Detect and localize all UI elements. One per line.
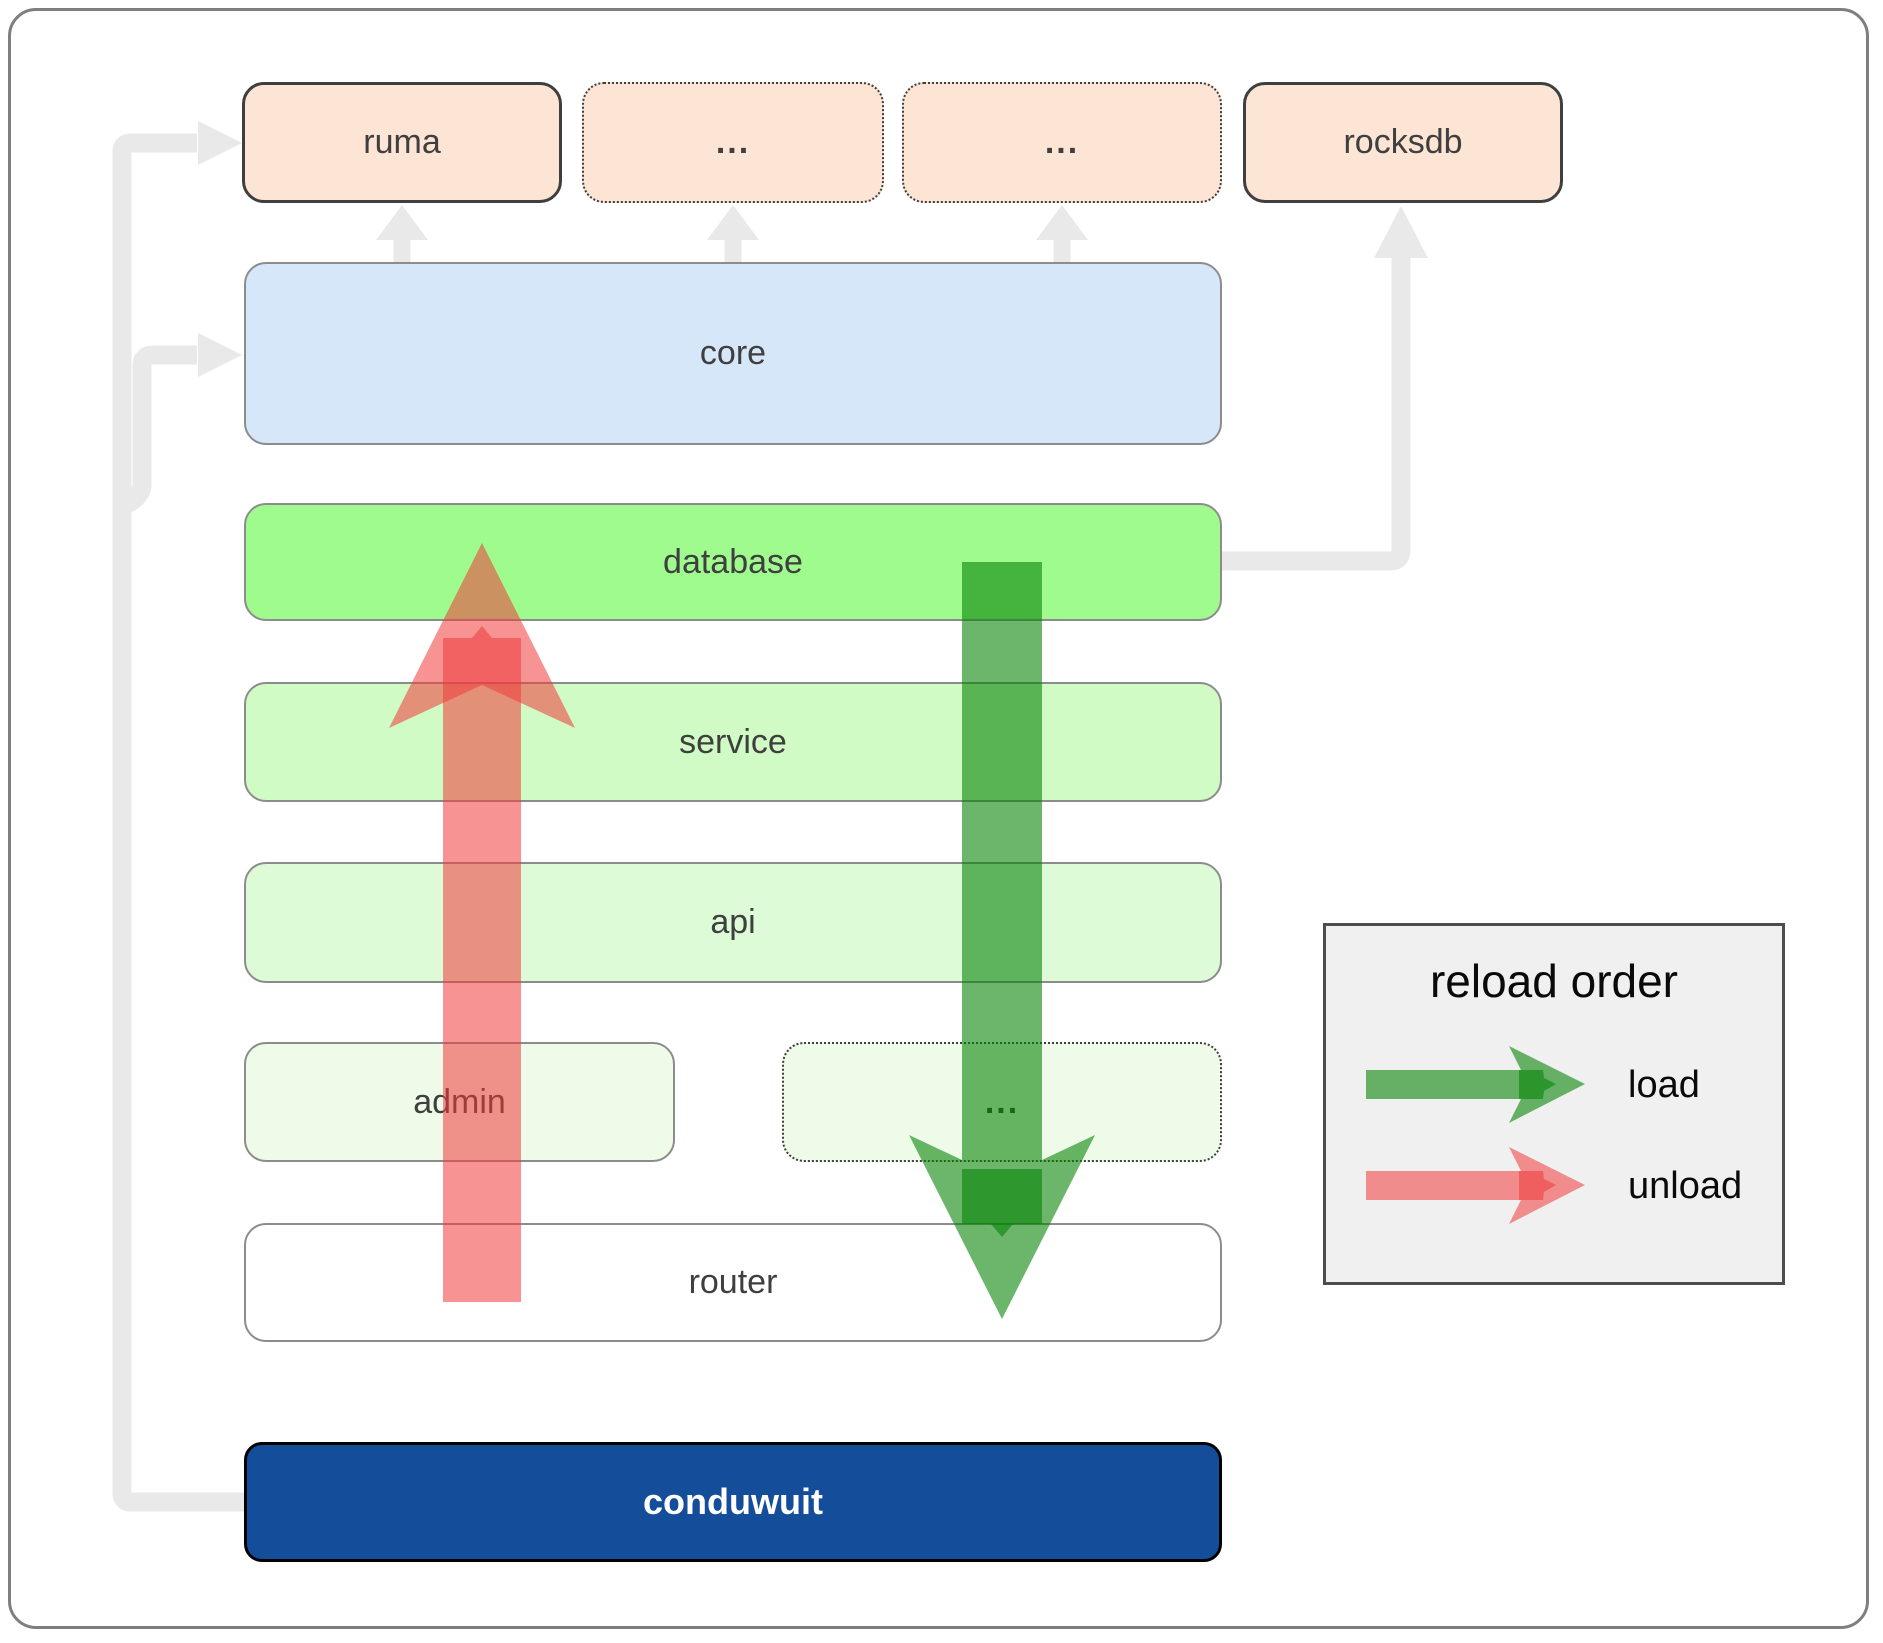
node-router-label: router	[688, 1263, 778, 1301]
node-rocksdb-label: rocksdb	[1343, 123, 1463, 161]
outer-frame	[8, 8, 1869, 1629]
node-admin-label: admin	[413, 1082, 506, 1121]
node-core-label: core	[699, 334, 767, 372]
node-ellipsis-3-label: ...	[984, 1082, 1020, 1121]
node-router: router	[244, 1223, 1222, 1342]
node-database-label: database	[663, 542, 803, 581]
node-ellipsis-2: ...	[902, 82, 1222, 203]
legend-load-arrow	[1366, 1046, 1585, 1123]
legend-load-label: load	[1628, 1064, 1700, 1106]
node-ellipsis-1-label: ...	[715, 123, 751, 161]
node-ellipsis-1: ...	[582, 82, 884, 203]
node-ruma-label: ruma	[363, 123, 441, 161]
node-ellipsis-3: ...	[782, 1042, 1222, 1162]
node-database: database	[244, 503, 1222, 621]
legend-title: reload order	[1429, 955, 1679, 1007]
node-api: api	[244, 862, 1222, 983]
node-rocksdb: rocksdb	[1243, 82, 1563, 203]
node-ruma: ruma	[242, 82, 562, 203]
node-conduwuit: conduwuit	[244, 1442, 1222, 1562]
legend-unload-arrow	[1366, 1147, 1585, 1224]
legend-unload-label: unload	[1628, 1165, 1743, 1207]
node-ellipsis-2-label: ...	[1044, 123, 1080, 161]
node-core: core	[244, 262, 1222, 445]
node-admin: admin	[244, 1042, 675, 1162]
legend-unload-arrow-echo	[1519, 1171, 1556, 1200]
node-service-label: service	[679, 722, 787, 761]
node-service: service	[244, 682, 1222, 802]
legend-load-arrow-echo	[1519, 1070, 1556, 1099]
node-api-label: api	[710, 903, 756, 941]
legend-box: reload order load unload	[1323, 923, 1785, 1285]
node-conduwuit-label: conduwuit	[643, 1481, 823, 1522]
